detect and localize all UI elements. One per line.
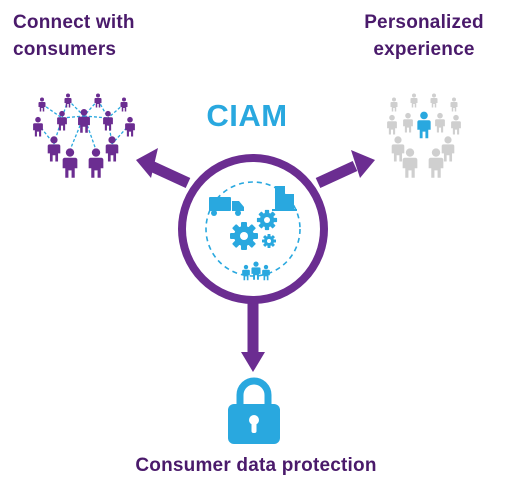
data-protection-label: Consumer data protection bbox=[135, 455, 377, 476]
personalized-line-1: Personalized bbox=[364, 12, 484, 33]
ciam-title: CIAM bbox=[206, 98, 288, 133]
truck-icon bbox=[209, 197, 244, 216]
people-network-icon bbox=[33, 93, 135, 178]
highlighted-person-icon bbox=[417, 111, 431, 139]
arrow-down-head bbox=[241, 352, 265, 372]
lock-icon bbox=[228, 377, 280, 444]
arrow-left-shaft bbox=[148, 161, 191, 188]
connect-consumers-line-1: Connect with bbox=[13, 12, 135, 33]
arrow-right-head bbox=[351, 150, 375, 178]
personalized-line-2: experience bbox=[373, 39, 475, 60]
personalized-experience-label: Personalized experience bbox=[361, 9, 487, 63]
building-icon bbox=[272, 186, 297, 211]
connect-consumers-line-2: consumers bbox=[13, 39, 117, 60]
people-group-icon bbox=[387, 93, 461, 178]
gears-icon bbox=[230, 209, 278, 250]
arrow-right-shaft bbox=[315, 161, 358, 188]
dashed-circle bbox=[205, 181, 301, 277]
arrows bbox=[148, 161, 358, 354]
connect-consumers-label: Connect with consumers bbox=[13, 9, 135, 63]
arrow-left-head bbox=[136, 148, 158, 178]
